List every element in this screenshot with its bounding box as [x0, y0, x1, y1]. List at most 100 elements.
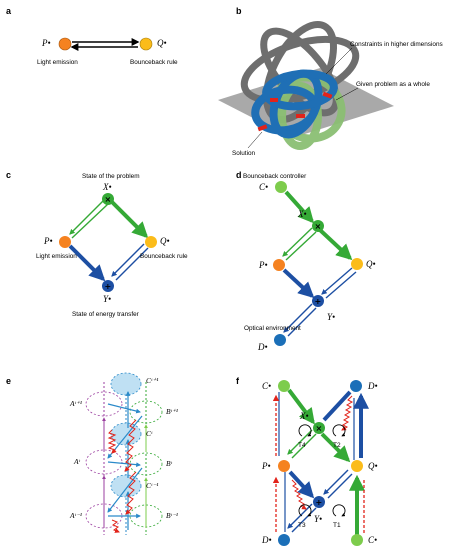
var-d: D• — [257, 342, 268, 352]
photon-top — [341, 395, 354, 431]
label-c-mid: Cᵗ — [146, 429, 153, 438]
node-d-top — [350, 380, 362, 392]
caption-light-emission: Light emission — [36, 253, 77, 260]
arrow-q-y-a — [327, 473, 353, 499]
arrow-x-p-b — [69, 199, 105, 235]
var-q: Q• — [160, 236, 170, 246]
var-d-top: D• — [367, 381, 378, 391]
var-p: P• — [261, 461, 271, 471]
node-x — [312, 220, 324, 232]
panel-f: f × — [236, 376, 378, 546]
arrow-y-d-b — [287, 503, 313, 529]
panel-b: b Constraints in higher dim — [218, 6, 443, 157]
op-plus: + — [316, 498, 323, 507]
leader-constraints — [325, 47, 353, 75]
caption-energy-transfer: State of energy transfer — [72, 311, 140, 318]
label-b-bot: Bᵗ⁻¹ — [166, 511, 179, 520]
node-p — [278, 460, 290, 472]
op-times: × — [315, 222, 322, 231]
ellipse-c-mid — [110, 422, 142, 446]
var-x: X• — [299, 411, 309, 421]
photon-4 — [111, 519, 120, 533]
solution-points — [257, 91, 333, 132]
caption-bounceback-rule: Bounceback rule — [130, 59, 178, 66]
arrow-x-p-a — [71, 203, 109, 239]
label-a-mid: Aᵗ — [73, 457, 81, 466]
node-c-top — [278, 380, 290, 392]
arrow-x-q — [110, 200, 149, 239]
arrow-q-y-a — [325, 271, 357, 299]
node-d-bottom — [278, 534, 290, 546]
caption-bounceback-rule: Bounceback rule — [140, 253, 188, 260]
label-t2: T2 — [333, 442, 341, 449]
panel-a: a P• Q• Light emission Bounceback rule — [6, 6, 178, 66]
arrow-y-d-a — [291, 507, 317, 533]
photon-3 — [125, 471, 137, 515]
caption-controller: Bounceback controller — [243, 173, 307, 180]
leader-whole — [335, 87, 359, 101]
var-c-bottom: C• — [368, 535, 377, 545]
loop-t3 — [298, 504, 312, 517]
label-t4: T4 — [298, 442, 306, 449]
node-q — [145, 236, 157, 248]
label-t3: T3 — [298, 522, 306, 529]
arrow-x-q — [318, 228, 353, 261]
arrow-y-d-b — [283, 303, 313, 333]
ellipse-a-mid — [85, 449, 123, 475]
ellipse-b-mid — [129, 452, 163, 476]
arrow-x-p-b — [282, 227, 313, 257]
op-plus: + — [315, 297, 322, 306]
arrow-c-x — [287, 388, 315, 425]
node-q — [351, 258, 363, 270]
var-q: Q• — [157, 38, 167, 48]
panel-c-label: c — [6, 170, 11, 180]
panel-a-label: a — [6, 6, 12, 16]
leader-solution — [247, 131, 263, 149]
panel-d-label: d — [236, 170, 242, 180]
arrow-a-b-mid — [107, 461, 141, 468]
node-c — [275, 181, 287, 193]
var-c: C• — [259, 182, 268, 192]
label-t1: T1 — [333, 522, 341, 529]
loop-t1 — [332, 504, 346, 517]
panel-e-label: e — [6, 376, 11, 386]
var-y: Y• — [103, 294, 111, 304]
panel-b-label: b — [236, 6, 242, 16]
photon-bottom — [291, 479, 307, 510]
arrow-p-y — [288, 470, 315, 499]
node-p — [59, 236, 71, 248]
loop-t2 — [332, 424, 346, 437]
var-q: Q• — [366, 259, 376, 269]
arrow-q-y-b — [111, 243, 145, 277]
node-x — [102, 193, 114, 205]
var-p: P• — [41, 38, 51, 48]
label-b-top: Bᵗ⁺¹ — [166, 407, 179, 416]
label-c-top: Cᵗ⁺¹ — [146, 376, 159, 385]
var-y: Y• — [314, 514, 322, 524]
panel-d: d Bounceback controller × + C• X• P• Q• … — [236, 170, 376, 352]
arrow-q-y-b — [321, 267, 353, 295]
arrow-p-y — [282, 268, 315, 299]
arrow-y-d-a — [287, 307, 317, 337]
caption-whole: Given problem as a whole — [356, 81, 430, 88]
caption-state-problem: State of the problem — [82, 173, 140, 180]
arrow-q-y-b — [323, 469, 349, 495]
op-times: × — [105, 195, 112, 204]
var-d-bottom: D• — [261, 535, 272, 545]
caption-constraints: Constraints in higher dimensions — [350, 41, 443, 48]
caption-solution: Solution — [232, 150, 256, 157]
node-c-bottom — [351, 534, 363, 546]
arrow-x-p-a — [291, 433, 317, 459]
arrow-a-b-top — [107, 403, 141, 414]
ellipse-c-top — [110, 372, 142, 396]
var-x: X• — [102, 182, 112, 192]
var-p: P• — [258, 260, 268, 270]
label-b-mid: Bᵗ — [166, 459, 173, 468]
op-times: × — [316, 424, 323, 433]
var-p: P• — [43, 236, 53, 246]
panel-c: c State of the problem × + X• P• Q• Y• L… — [6, 170, 188, 318]
panel-e: e — [6, 372, 179, 535]
node-q — [351, 460, 363, 472]
node-p — [273, 259, 285, 271]
